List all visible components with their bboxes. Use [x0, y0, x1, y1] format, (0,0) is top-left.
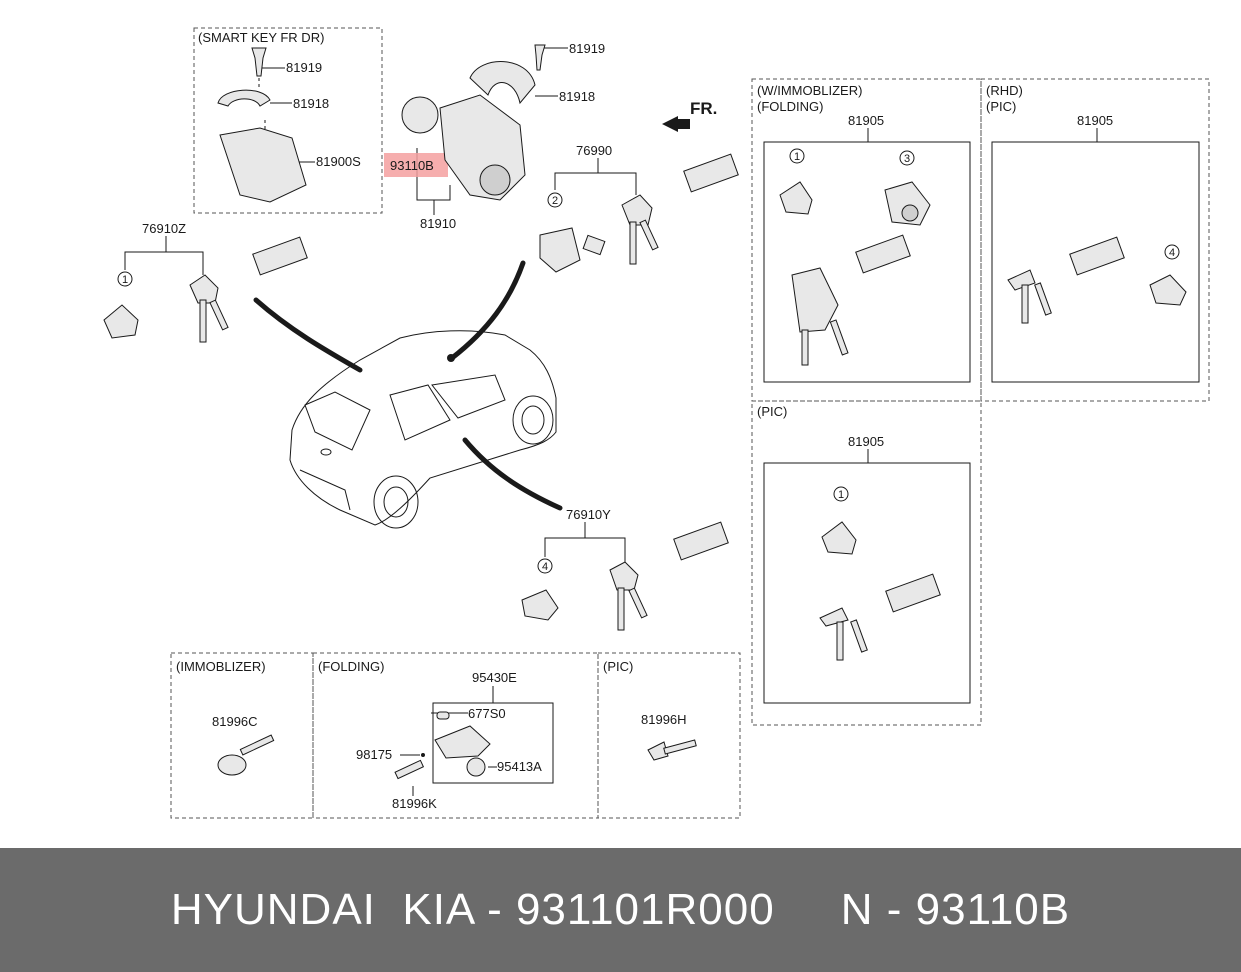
callout-1-76910z: 1	[122, 274, 128, 286]
part-number-text: HYUNDAI KIA - 931101R000 N - 93110B	[170, 885, 1071, 934]
box-title-rhd: (RHD)	[986, 83, 1023, 98]
key-76990-icon	[621, 194, 653, 226]
smart-key-box	[193, 27, 383, 214]
part-677s0: 677S0	[468, 706, 506, 721]
front-arrow-icon	[662, 116, 690, 132]
key-81996c-icon	[217, 754, 247, 776]
rhd-box	[980, 78, 1210, 402]
callout-1-81905-a: 1	[794, 151, 800, 163]
pointer-line-rear	[253, 297, 363, 373]
bracket-81918-a-icon	[217, 89, 271, 107]
cylinder-76910z-icon	[103, 304, 139, 339]
callout-3-81905-a: 3	[904, 153, 910, 165]
part-81996k: 81996K	[392, 796, 437, 811]
box-title-w-immobilizer: (W/IMMOBLIZER)	[757, 83, 862, 98]
switch-icon	[401, 96, 439, 134]
cylinder-76910y-icon	[521, 589, 559, 621]
box-title-folding-upper: (FOLDING)	[757, 99, 823, 114]
bolt-81919-b-icon	[534, 44, 546, 71]
parts-diagram: 1 2 4 1 3 4 1 FR. (SMART KEY FR DR) (W/I…	[103, 27, 1210, 819]
fr-label: FR.	[690, 99, 717, 118]
part-81900s: 81900S	[316, 154, 361, 169]
cylinder-76990-icon	[539, 227, 581, 273]
pointer-line-ignition	[449, 260, 526, 361]
box-title-pic-lower: (PIC)	[603, 659, 633, 674]
box-title-pic-mid: (PIC)	[757, 404, 787, 419]
part-81996h: 81996H	[641, 712, 687, 727]
key-76910y-icon	[609, 561, 639, 591]
box-title-folding-lower: (FOLDING)	[318, 659, 384, 674]
callout-2-76990: 2	[552, 195, 558, 207]
part-95413a: 95413A	[497, 759, 542, 774]
part-81919-a: 81919	[286, 60, 322, 75]
pic-lower-box	[597, 652, 741, 819]
part-81996c: 81996C	[212, 714, 258, 729]
part-81918-b: 81918	[559, 89, 595, 104]
cylinder-81905-a-1-icon	[779, 181, 813, 215]
box-title-immoblizer: (IMMOBLIZER)	[176, 659, 266, 674]
folding-key-81905-a-icon	[791, 267, 839, 333]
car-illustration	[289, 330, 557, 529]
pic-mid-box	[751, 400, 982, 726]
battery-95413a-icon	[466, 757, 486, 777]
part-81910: 81910	[420, 216, 456, 231]
part-81905-a: 81905	[848, 113, 884, 128]
part-95430e: 95430E	[472, 670, 517, 685]
housing-81900s-icon	[219, 127, 307, 203]
key-76910z-icon	[189, 274, 219, 304]
blade-81996k-icon	[394, 759, 425, 780]
part-81918-a: 81918	[293, 96, 329, 111]
part-76990: 76990	[576, 143, 612, 158]
part-81905-c: 81905	[848, 434, 884, 449]
part-81905-b: 81905	[1077, 113, 1113, 128]
key-81996h-icon	[647, 741, 669, 761]
callout-4-81905-b: 4	[1169, 247, 1175, 259]
part-81919-b: 81919	[569, 41, 605, 56]
inner-box-81905-b	[991, 141, 1200, 383]
cylinder-81905-c-1-icon	[821, 521, 857, 555]
inner-box-81905-a	[763, 141, 971, 383]
cylinder-81905-b-4-icon	[1149, 274, 1187, 306]
cylinder-81905-a-3-icon	[884, 181, 931, 226]
part-98175: 98175	[356, 747, 392, 762]
bolt-81919-a-icon	[251, 47, 267, 77]
inner-box-81905-c	[763, 462, 971, 704]
callout-1-81905-c: 1	[838, 489, 844, 501]
part-93110b: 93110B	[390, 158, 434, 173]
immoblizer-box	[170, 652, 314, 819]
bracket-81918-b-icon	[469, 61, 536, 105]
fob-95430e-icon	[434, 725, 491, 759]
pointer-line-door	[462, 437, 563, 511]
part-76910y: 76910Y	[566, 507, 611, 522]
box-title-smart-key: (SMART KEY FR DR)	[198, 30, 324, 45]
key-81905-c-icon	[819, 607, 849, 627]
folding-lower-box	[312, 652, 599, 819]
box-title-pic-rhd: (PIC)	[986, 99, 1016, 114]
callout-4-76910y: 4	[542, 561, 548, 573]
part-76910z: 76910Z	[142, 221, 186, 236]
highlight-93110b	[384, 153, 448, 177]
part-number-banner: HYUNDAI KIA - 931101R000 N - 93110B	[0, 848, 1241, 972]
